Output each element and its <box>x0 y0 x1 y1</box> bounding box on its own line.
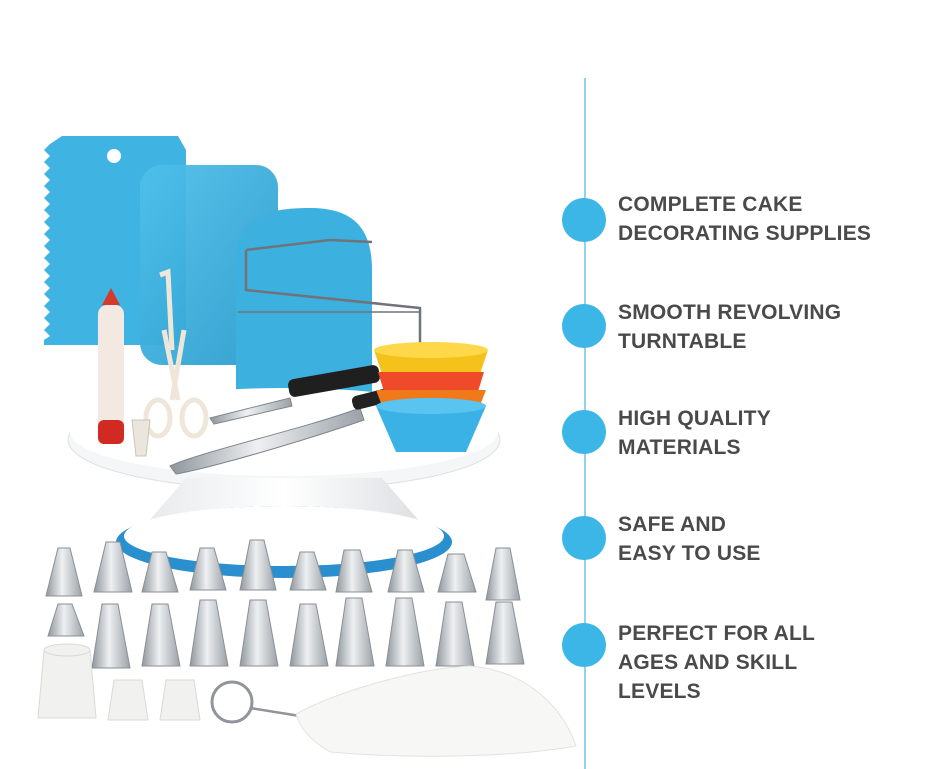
feature-item: SAFE AND EASY TO USE <box>560 510 920 590</box>
feature-item: HIGH QUALITY MATERIALS <box>560 404 920 484</box>
feature-text: HIGH QUALITY MATERIALS <box>618 404 771 462</box>
feature-line: DECORATING SUPPLIES <box>618 222 872 245</box>
feature-line: HIGH QUALITY <box>618 407 771 430</box>
feature-item: COMPLETE CAKE DECORATING SUPPLIES <box>560 190 920 270</box>
feature-line: MATERIALS <box>618 436 741 459</box>
feature-line: AGES AND SKILL <box>618 651 798 674</box>
feature-line: TURNTABLE <box>618 330 747 353</box>
feature-line: COMPLETE CAKE <box>618 193 803 216</box>
feature-line: EASY TO USE <box>618 542 761 565</box>
feature-line: LEVELS <box>618 680 701 703</box>
feature-line: SMOOTH REVOLVING <box>618 301 842 324</box>
silicone-cupcake-cups <box>374 342 488 452</box>
bullet-dot <box>562 198 606 242</box>
feature-text: COMPLETE CAKE DECORATING SUPPLIES <box>618 190 871 248</box>
bullet-dot <box>562 516 606 560</box>
flower-scissors <box>143 268 209 439</box>
cleaning-brush <box>210 680 301 724</box>
bullet-dot <box>562 304 606 348</box>
feature-item: SMOOTH REVOLVING TURNTABLE <box>560 298 920 378</box>
couplers <box>37 643 201 721</box>
piping-tips-row-1 <box>45 539 521 601</box>
feature-text: SMOOTH REVOLVING TURNTABLE <box>618 298 841 356</box>
feature-text: SAFE AND EASY TO USE <box>618 510 761 568</box>
feature-text: PERFECT FOR ALL AGES AND SKILL LEVELS <box>618 619 815 706</box>
bullet-dot <box>562 623 606 667</box>
piping-bag <box>295 665 577 757</box>
feature-line: PERFECT FOR ALL <box>618 622 816 645</box>
bowl-scraper <box>236 208 372 395</box>
bullet-dot <box>562 410 606 454</box>
piping-tips-row-2 <box>47 597 525 669</box>
feature-item: PERFECT FOR ALL AGES AND SKILL LEVELS <box>560 619 920 703</box>
feature-line: SAFE AND <box>618 513 727 536</box>
flower-nail <box>131 419 151 457</box>
product-illustration <box>37 136 577 757</box>
offset-spatula-short <box>209 365 380 425</box>
piping-bottle <box>98 288 124 444</box>
